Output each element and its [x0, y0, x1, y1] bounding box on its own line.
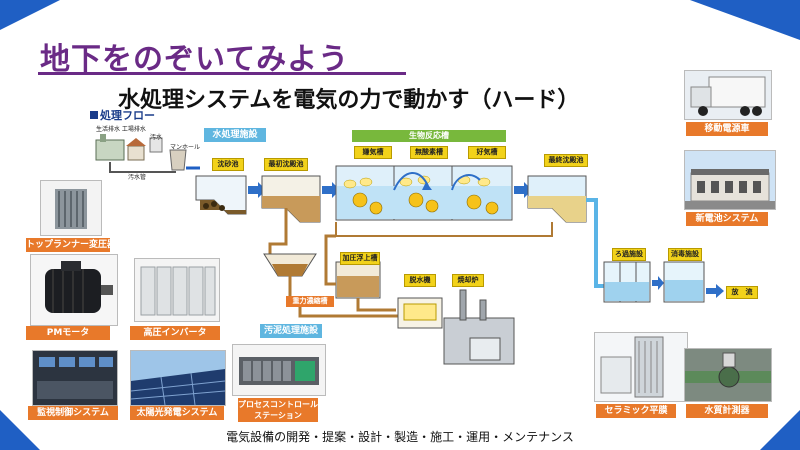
footer-caption: 電気設備の開発・提案・設計・製造・施工・運用・メンテナンス — [226, 430, 574, 444]
monitoring-photo — [32, 350, 118, 406]
house-building — [127, 145, 145, 161]
tank-label-dewatering: 脱水機 — [404, 274, 436, 287]
substation-photo — [684, 150, 776, 210]
square-bullet-icon — [90, 111, 98, 119]
transformer-photo — [40, 180, 102, 236]
corner-decoration-bottom-left — [0, 410, 40, 450]
page-title: 地下をのぞいてみよう — [40, 42, 350, 77]
tank-label-primary: 最初沈殿池 — [264, 158, 308, 171]
tank-label-final: 最終沈殿池 — [544, 154, 588, 167]
pm-motor-photo — [30, 254, 118, 326]
solar-photo — [130, 350, 226, 406]
section-label-sludge: 汚泥処理施設 — [260, 324, 322, 338]
flow-label: 処理フロー — [90, 107, 155, 123]
tank-label-flotation: 加圧浮上槽 — [340, 252, 380, 265]
label-pm-motor: PMモータ — [26, 326, 110, 340]
flow-label-text: 処理フロー — [100, 109, 155, 122]
reactor-stage-anaerobic: 嫌気槽 — [354, 146, 392, 159]
tank-label-disinfection: 消毒施設 — [668, 248, 702, 261]
tank-label-discharge: 放 流 — [726, 286, 758, 299]
reactor-stage-anoxic: 無酸素槽 — [410, 146, 448, 159]
sludge-line-primary — [268, 208, 288, 256]
corner-decoration-top-left — [0, 0, 60, 30]
ceramic-membrane-photo — [594, 332, 688, 402]
label-mobile-power: 移動電源車 — [686, 122, 768, 136]
section-label-bio: 生物反応槽 — [352, 130, 506, 142]
label-flow-meter: 水質計測器 — [686, 404, 768, 418]
factory-building — [95, 139, 125, 161]
label-transformer: トップランナー変圧器 — [26, 238, 117, 252]
process-controller-photo — [232, 344, 326, 396]
source-label-manhole: マンホール — [170, 144, 201, 151]
hv-inverter-photo — [134, 258, 220, 322]
section-label-water: 水処理施設 — [204, 128, 266, 142]
tank-label-incinerator: 焼却炉 — [452, 274, 484, 287]
title-underline — [38, 72, 406, 75]
label-solar: 太陽光発電システム — [130, 406, 224, 420]
label-hv-inverter: 高圧インバータ — [130, 326, 220, 340]
corner-decoration-top-right — [690, 0, 800, 40]
label-process-controller: プロセスコントロール ステーション — [238, 398, 318, 422]
label-ceramic-membrane: セラミック平膜 — [596, 404, 676, 418]
label-substation: 新電池システム — [686, 212, 768, 226]
mobile-power-photo — [684, 70, 772, 120]
reactor-stage-aerobic: 好気槽 — [468, 146, 506, 159]
label-monitoring: 監視制御システム — [28, 406, 118, 420]
corner-decoration-bottom-right — [760, 410, 800, 450]
source-label-sewage: 汚水 — [150, 134, 163, 141]
page-subtitle: 水処理システムを電気の力で動かす（ハード） — [118, 88, 580, 113]
flow-meter-photo — [684, 348, 772, 402]
tank-label-gravity-thickener: 重力濃縮槽 — [286, 296, 334, 307]
label-process-controller-text: プロセスコントロール ステーション — [238, 400, 318, 420]
source-label-domestic: 生活排水 工場排水 — [96, 126, 146, 133]
source-label-sewer-pipe: 汚水管 — [128, 174, 147, 181]
tank-label-sand-filter: ろ過施設 — [612, 248, 646, 261]
return-sludge-line — [335, 222, 553, 237]
pipe-source — [149, 137, 163, 153]
tank-label-grit: 沈砂池 — [212, 158, 244, 171]
